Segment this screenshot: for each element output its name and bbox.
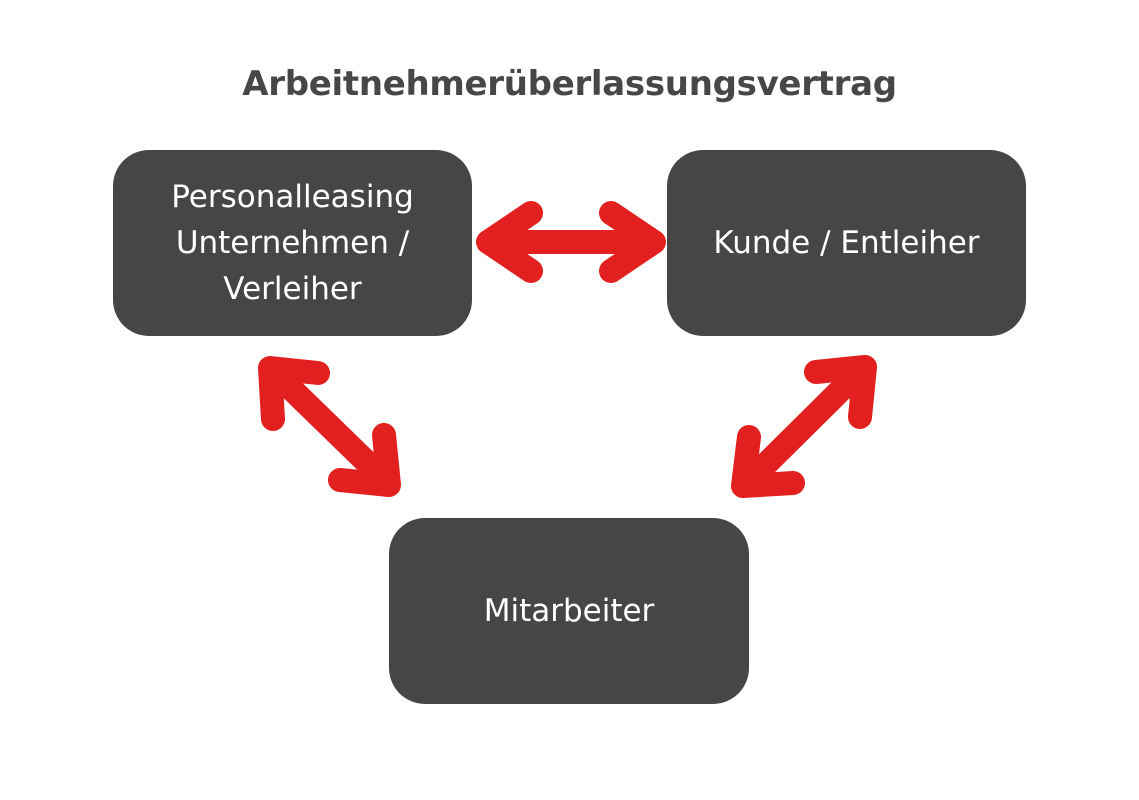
- arrow-lender-client: [476, 201, 666, 283]
- node-client: Kunde / Entleiher: [667, 150, 1026, 336]
- arrow-lender-employee: [258, 356, 401, 497]
- node-employee: Mitarbeiter: [389, 518, 749, 704]
- diagram-title: Arbeitnehmerüberlassungsvertrag: [242, 64, 897, 104]
- node-lender: Personalleasing Unternehmen / Verleiher: [113, 150, 472, 336]
- node-employee-label: Mitarbeiter: [483, 593, 655, 629]
- arrow-client-employee: [731, 355, 877, 498]
- node-lender-label: Personalleasing Unternehmen / Verleiher: [171, 179, 414, 307]
- node-client-label: Kunde / Entleiher: [713, 225, 980, 261]
